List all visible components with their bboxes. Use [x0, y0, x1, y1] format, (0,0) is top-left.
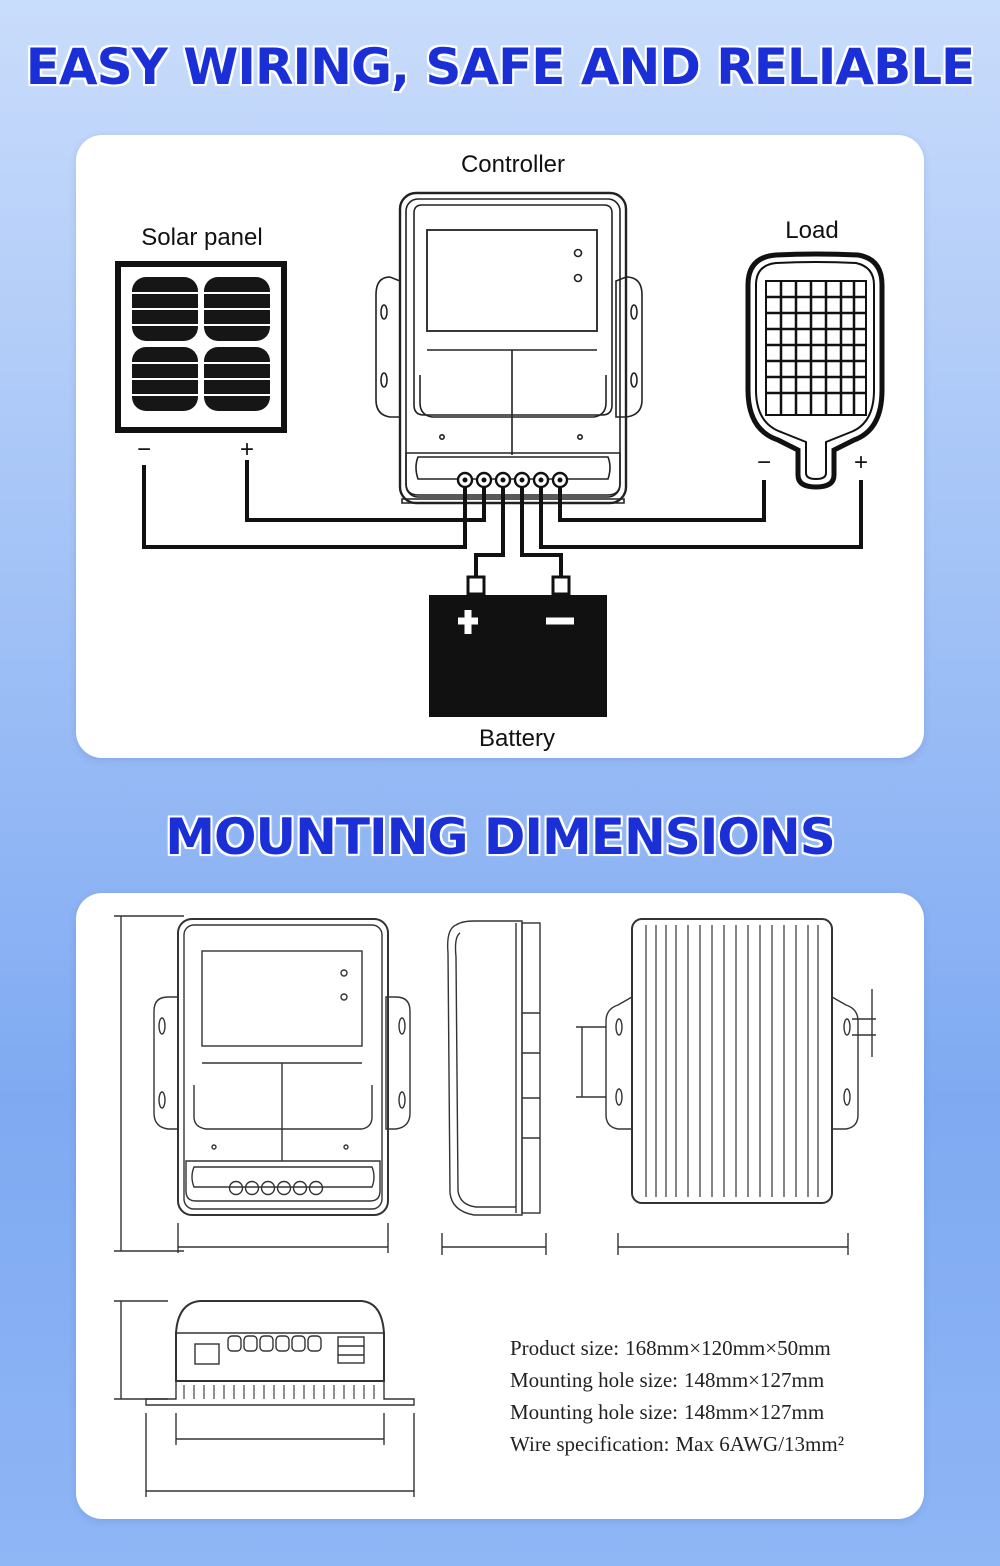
spec-mounting-hole-size: Mounting hole size:148mm×127mm [510, 1368, 830, 1393]
back-view-drawing [576, 918, 876, 1255]
dimension-drawings [114, 915, 876, 1497]
spec-label: Product size: [510, 1336, 620, 1360]
spec-wire-specification: Wire specification:Max 6AWG/13mm² [510, 1432, 850, 1457]
battery-icon [429, 575, 607, 717]
side-view-drawing [441, 920, 547, 1255]
mounting-dimensions-panel: Product size:168mm×120mm×50mm Mounting h… [76, 893, 924, 1519]
wiring-lines [142, 460, 863, 577]
spec-product-size: Product size:168mm×120mm×50mm [510, 1336, 837, 1361]
load-minus-label: − [757, 449, 771, 476]
solar-panel-label: Solar panel [141, 224, 262, 251]
wiring-diagram: Controller Solar panel Load Battery − + [115, 151, 885, 752]
spec-value: 148mm×127mm [683, 1400, 825, 1424]
spec-label: Wire specification: [510, 1432, 670, 1456]
battery-label: Battery [479, 725, 555, 752]
spec-value: Max 6AWG/13mm² [675, 1432, 845, 1456]
spec-label: Mounting hole size: [510, 1368, 678, 1392]
controller-icon [375, 191, 643, 505]
spec-value: 168mm×120mm×50mm [625, 1336, 831, 1360]
load-plus-label: + [854, 449, 868, 476]
controller-label: Controller [461, 151, 565, 178]
spec-value: 148mm×127mm [683, 1368, 825, 1392]
solar-plus-label: + [240, 436, 254, 463]
bottom-view-drawing [114, 1300, 415, 1497]
load-lamp-icon [745, 251, 885, 490]
load-label: Load [785, 217, 838, 244]
wiring-diagram-panel: Controller Solar panel Load Battery − + [76, 135, 924, 758]
solar-panel-icon [115, 261, 287, 433]
spec-label: Mounting hole size: [510, 1400, 678, 1424]
solar-minus-label: − [137, 436, 151, 463]
front-view-drawing [114, 915, 411, 1253]
spec-mounting-hole-size-2: Mounting hole size:148mm×127mm [510, 1400, 830, 1425]
mounting-title: MOUNTING DIMENSIONS [165, 808, 836, 866]
wiring-title: EASY WIRING, SAFE AND RELIABLE [25, 38, 975, 96]
controller-terminals [456, 471, 569, 489]
